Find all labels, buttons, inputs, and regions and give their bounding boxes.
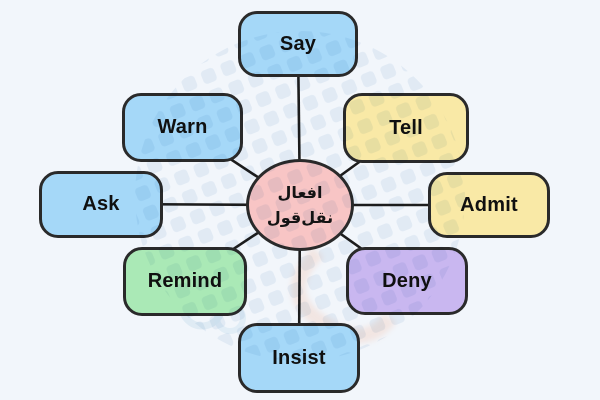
node-label: Say [279, 32, 317, 55]
node-insist: Insist [238, 323, 360, 393]
node-label: Remind [147, 270, 223, 292]
node-label: Insist [272, 346, 326, 369]
node-tell: Tell [343, 93, 469, 163]
node-say: Say [238, 11, 358, 77]
center-hub-line2: نقل‌قول [266, 207, 334, 227]
node-deny: Deny [346, 247, 468, 315]
node-label: Tell [389, 116, 423, 139]
node-label: Warn [157, 116, 208, 138]
node-admit: Admit [428, 172, 550, 238]
node-label: Ask [82, 193, 120, 215]
node-warn: Warn [122, 93, 243, 162]
center-hub: افعال نقل‌قول [246, 159, 354, 251]
node-label: Admit [460, 193, 518, 216]
node-remind: Remind [123, 247, 247, 316]
center-hub-line1: افعال [277, 182, 323, 202]
node-ask: Ask [39, 171, 163, 238]
node-label: Deny [382, 269, 432, 292]
